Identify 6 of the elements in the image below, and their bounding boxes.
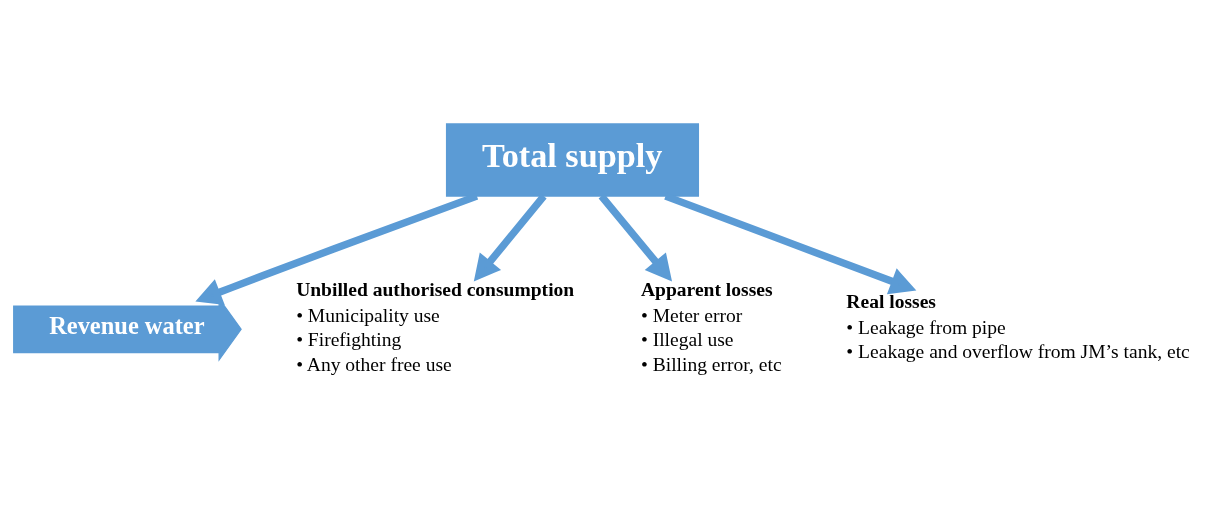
- node-text: Apparent losses • Meter error • Illegal use • Billing error, etc: [640, 279, 782, 375]
- arrow: [598, 193, 673, 282]
- arrow: [473, 193, 547, 282]
- node-box: Total supply: [445, 123, 700, 197]
- node-text: Real losses • Leakage from pipe • Leakage and overflow from JM’s tank, etc: [846, 291, 1190, 363]
- node-text: Unbilled authorised consumption • Municipality use • Firefighting • Any other free use: [296, 279, 575, 375]
